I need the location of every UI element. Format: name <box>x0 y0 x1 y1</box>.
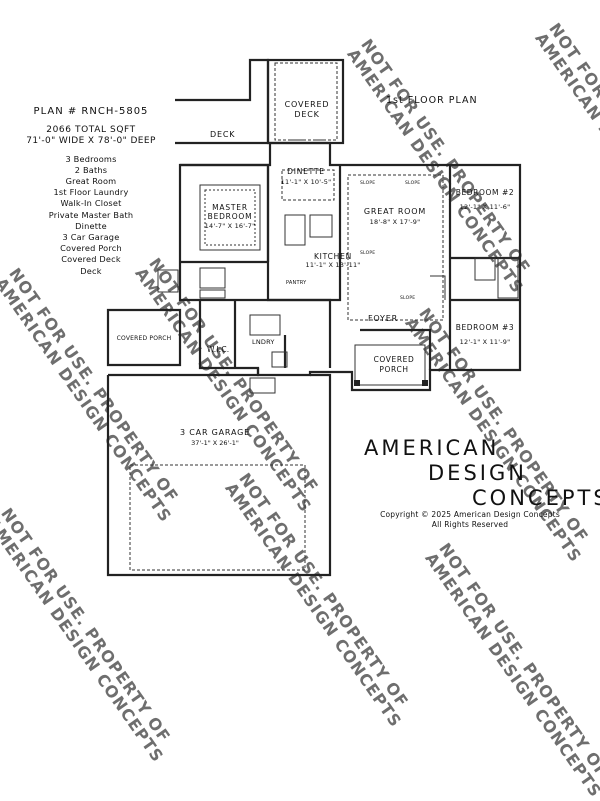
plan-number: PLAN # RNCH-5805 <box>33 106 149 117</box>
feature-item: Private Master Bath <box>48 209 134 220</box>
plan-info: PLAN # RNCH-5805 2066 TOTAL SQFT 71'-0" … <box>6 106 176 277</box>
feature-item: Great Room <box>65 176 117 187</box>
room-deck: DECK <box>210 130 236 139</box>
slope-label: SLOPE <box>360 251 376 256</box>
feature-item: 1st Floor Laundry <box>53 187 129 198</box>
copyright: Copyright © 2025 American Design Concept… <box>380 510 560 529</box>
room-covered-porch-side: COVERED PORCH <box>116 335 172 342</box>
room-covered-porch-front: COVERED PORCH <box>373 355 415 374</box>
feature-item: Dinette <box>75 220 107 231</box>
slope-label: SLOPE <box>360 181 376 186</box>
slope-label: SLOPE <box>405 181 421 186</box>
feature-item: 3 Bedrooms <box>65 153 117 164</box>
total-sqft: 2066 TOTAL SQFT <box>46 125 136 136</box>
brand-line: AMERICAN <box>364 436 500 460</box>
brand-logo: AMERICAN DESIGN CONCEPTS <box>364 436 600 511</box>
feature-item: Deck <box>80 265 102 276</box>
room-covered-deck: COVERED DECK <box>284 100 330 119</box>
feature-item: Covered Porch <box>60 243 122 254</box>
brand-line: CONCEPTS <box>472 486 600 510</box>
brand-line: DESIGN <box>428 461 527 485</box>
floor-label: 1st FLOOR PLAN <box>386 95 478 106</box>
floor-plan <box>106 58 522 577</box>
feature-item: 2 Baths <box>74 164 108 175</box>
room-laundry: LNDRY <box>252 338 275 346</box>
feature-item: Walk-In Closet <box>60 198 122 209</box>
room-pantry: PANTRY <box>286 280 307 286</box>
room-wic: W.I.C. <box>207 345 230 354</box>
feature-item: Covered Deck <box>61 254 121 265</box>
feature-item: 3 Car Garage <box>62 232 120 243</box>
room-foyer: FOYER <box>368 314 398 323</box>
slope-label: SLOPE <box>400 296 416 301</box>
plan-dimensions: 71'-0" WIDE X 78'-0" DEEP <box>26 136 156 147</box>
